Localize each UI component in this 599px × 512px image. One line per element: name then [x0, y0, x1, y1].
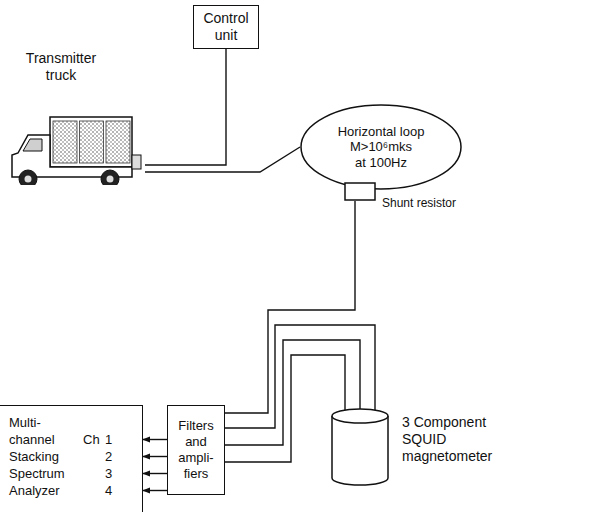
loop-heading: Horizontal loop — [338, 124, 425, 140]
channel-numbers: 1 2 3 4 — [105, 431, 112, 499]
loop-spec: M>10⁶mks at 100Hz — [346, 139, 416, 170]
truck-illustration — [8, 50, 145, 185]
channel-header: Ch — [83, 431, 100, 448]
squid-magnetometer: 3 Component SQUID magnetometer — [330, 408, 520, 488]
truck-label: Transmitter truck — [20, 50, 102, 84]
wheel-hub — [107, 176, 114, 183]
signal-arrow — [143, 456, 167, 457]
shunt-label: Shunt resistor — [382, 196, 456, 210]
cylinder-top — [332, 409, 388, 423]
signal-arrow — [143, 473, 167, 474]
truck-body — [50, 117, 132, 167]
wire — [225, 355, 345, 462]
analyzer-label: Multi- channel Stacking Spectrum Analyze… — [9, 414, 77, 499]
loop-ellipse-shape — [301, 105, 461, 189]
loop-ellipse: Horizontal loopM>10⁶mks at 100Hz — [300, 103, 462, 191]
wire — [145, 49, 226, 165]
wheel-hub — [25, 176, 32, 183]
body-panel — [106, 121, 130, 163]
body-panel — [53, 121, 77, 163]
cylinder-body — [332, 416, 388, 485]
truck-drawing — [12, 117, 141, 185]
signal-arrow — [143, 490, 167, 491]
filter-label: Filters and ampli- fiers — [172, 418, 220, 483]
control-box: Control unit — [193, 5, 259, 49]
signal-arrow — [143, 439, 167, 440]
wire — [225, 201, 355, 413]
analyzer-box: Multi- channel Stacking Spectrum Analyze… — [0, 405, 143, 512]
filter-box: Filters and ampli- fiers — [167, 405, 225, 495]
control-label: Control unit — [201, 10, 251, 44]
body-panel — [80, 121, 104, 163]
wire — [145, 147, 300, 172]
wheel — [19, 170, 37, 185]
squid-cylinder — [330, 408, 392, 488]
shunt-symbol — [344, 182, 378, 202]
shunt-box — [345, 183, 375, 200]
wheel — [101, 170, 119, 185]
squid-label: 3 Component SQUID magnetometer — [402, 414, 514, 464]
rear-connector — [132, 155, 141, 169]
cab-window — [23, 139, 42, 151]
transmitter-truck: Transmitter truck — [8, 50, 145, 185]
shunt-resistor: Shunt resistor — [344, 182, 474, 216]
